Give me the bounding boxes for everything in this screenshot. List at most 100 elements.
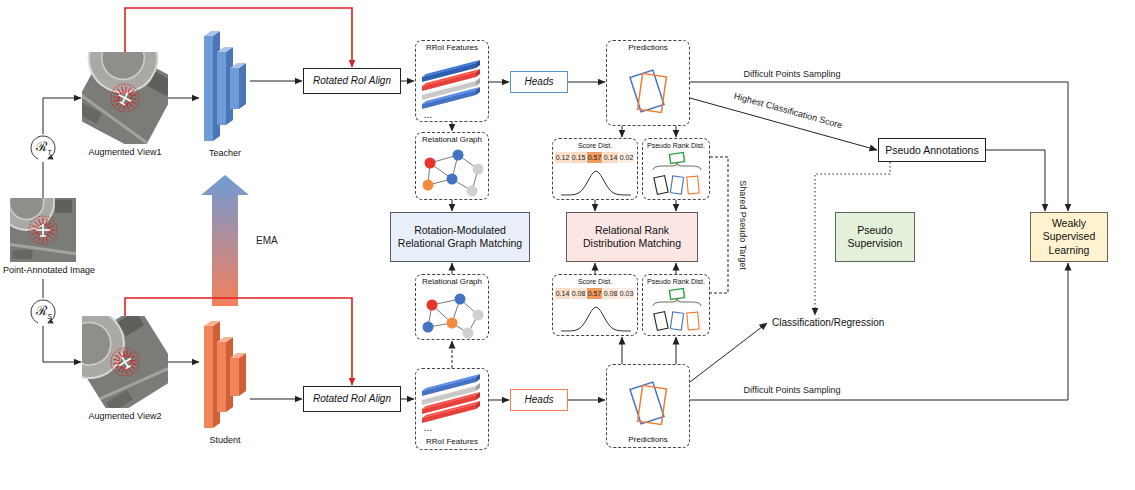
annotation-ring (29, 216, 57, 244)
graph-vertex (455, 294, 466, 305)
ema-arrow (201, 175, 249, 306)
module-box: Weakly Supervised Learning (1030, 212, 1108, 262)
annotation-tick (128, 87, 131, 92)
aerial-image (82, 316, 168, 408)
node-text: Relational Rank Distribution Matching (572, 224, 692, 250)
node-text: Rotated RoI Align (313, 393, 391, 405)
augmented-image: Augmented View1 (82, 52, 168, 144)
feature-bar-end (476, 69, 480, 77)
annotation-tick (127, 352, 133, 357)
score-distribution: Score Dist.0.120.150.570.140.02 (552, 138, 638, 200)
block-side (239, 63, 246, 109)
rotation-icon (29, 298, 57, 326)
annotation-tick (130, 364, 135, 370)
connector (622, 126, 623, 137)
process-box: Rotated RoI Align (303, 386, 401, 412)
heads-box: Heads (510, 389, 568, 411)
annotation-ring (37, 224, 49, 236)
prediction-group: Predictions (606, 364, 690, 448)
graph-group: Relational Graph (415, 274, 489, 340)
score-cell: 0.14 (603, 152, 619, 163)
image-structure (94, 52, 151, 87)
score-cell: 0.57 (587, 152, 603, 163)
node-text: Heads (525, 394, 554, 406)
point-annotation (29, 216, 57, 244)
node-text: Weakly Supervised Learning (1036, 217, 1102, 256)
connector (401, 81, 414, 82)
image-patch (55, 200, 72, 213)
annotation-tick (49, 232, 55, 234)
block-front (230, 68, 239, 109)
annotation-tick (131, 358, 137, 363)
node-text: Pseudo Supervision (841, 224, 909, 250)
block-top (204, 321, 220, 326)
module-box: Pseudo Supervision (835, 212, 915, 262)
block-front (204, 36, 213, 141)
block-front (217, 342, 226, 412)
annotation-tick (47, 234, 51, 238)
connector (489, 82, 509, 83)
annotation-tick (131, 97, 137, 102)
graph-vertex (473, 164, 484, 175)
aerial-image (10, 198, 76, 262)
annotation-tick (49, 225, 55, 227)
connector (676, 126, 677, 137)
node-text: Augmented View2 (89, 411, 162, 422)
score-row: 0.140.080.570.080.03 (555, 288, 635, 299)
score-cell: 0.57 (587, 288, 603, 299)
annotation-ring (106, 343, 145, 382)
rotation-arrow (31, 136, 55, 159)
heads-box: Heads (510, 71, 568, 93)
rotated-box (638, 74, 667, 113)
feature-bar-end (476, 78, 480, 86)
aerial-image (82, 52, 168, 144)
annotation-tick (113, 95, 119, 100)
group-illustration (607, 41, 691, 127)
annotation-tick (35, 222, 39, 226)
connector (452, 341, 453, 368)
connector (595, 263, 596, 274)
airplane (116, 89, 134, 107)
node-text: Score Dist. (553, 141, 637, 151)
node-text: Student (209, 435, 240, 446)
annotation-tick (128, 103, 134, 108)
node-text: RRoI Features (416, 437, 488, 447)
feature-bar-end (476, 401, 480, 409)
input-image: Point-Annotated Image (10, 198, 76, 262)
annotation-tick (124, 86, 129, 92)
process-box: Rotated RoI Align (303, 68, 401, 94)
graph-vertex (453, 150, 464, 161)
annotation-tick (47, 222, 51, 226)
connector (690, 263, 1068, 400)
rotation-symbol: ℛ (36, 304, 47, 318)
graph-vertex (423, 180, 434, 191)
group-illustration (416, 41, 490, 123)
network-block (200, 30, 250, 145)
connector (452, 200, 453, 211)
graph-group: Relational Graph (415, 132, 489, 200)
connector (622, 337, 623, 364)
image-structure (82, 316, 119, 373)
node-text: Teacher (209, 148, 241, 159)
feature-group: RRoI Features (415, 368, 489, 450)
annotation-tick (114, 98, 120, 104)
connector (676, 263, 677, 274)
block-side (239, 353, 246, 396)
connector (168, 362, 199, 363)
score-cell: 0.03 (619, 288, 635, 299)
annotation-tick (131, 92, 137, 98)
node-text: Score Dist. (553, 277, 637, 287)
node-text: Relational Graph (416, 135, 488, 145)
annotation-tick (119, 87, 125, 93)
process-box: Pseudo Annotations (878, 138, 986, 162)
feature-bar-end (476, 392, 480, 400)
image-patch (13, 250, 33, 259)
node-text: Rotated RoI Align (313, 75, 391, 87)
connector (125, 8, 352, 67)
node-text: Heads (525, 76, 554, 88)
score-cell: 0.12 (555, 152, 571, 163)
graph-vertex (473, 310, 484, 321)
graph-vertex (427, 300, 438, 311)
image-patch (118, 316, 145, 336)
